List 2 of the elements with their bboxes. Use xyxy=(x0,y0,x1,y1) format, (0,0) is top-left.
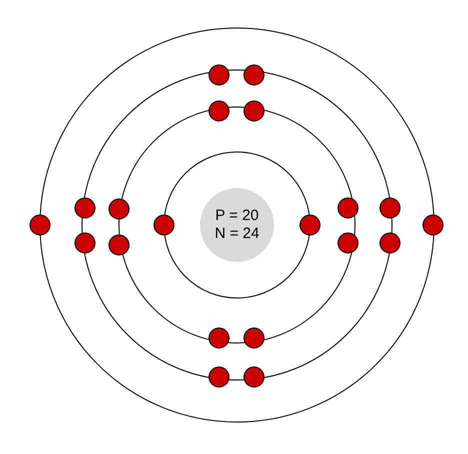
nucleus-label: N = 24 xyxy=(214,225,260,243)
nucleus-label: P = 20 xyxy=(215,207,259,225)
